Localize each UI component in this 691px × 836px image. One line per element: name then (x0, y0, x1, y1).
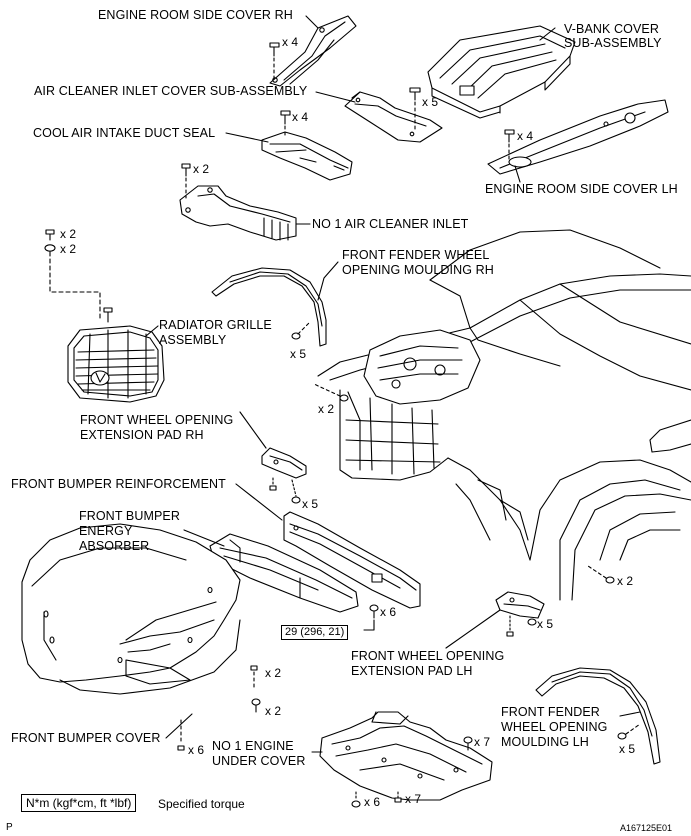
engine-room-side-cover-rh (269, 15, 357, 87)
qty-reinforcement: x 6 (380, 605, 397, 619)
qty-body-right: x 2 (617, 574, 634, 588)
fwo-extension-pad-lh (495, 591, 545, 619)
label-fwo-pad-lh-line1: FRONT WHEEL OPENING (351, 649, 505, 663)
energy-absorber (209, 533, 359, 613)
label-fender-moulding-lh-line3: MOULDING LH (501, 735, 589, 749)
label-fwo-pad-lh-line2: EXTENSION PAD LH (351, 664, 473, 678)
clips-under-cover (351, 736, 473, 808)
clip-duct-seal (280, 110, 291, 139)
leader-reinforcement (235, 483, 283, 521)
leader-grille (145, 325, 159, 337)
leader-absorber (183, 529, 225, 547)
label-radiator-grille-line2: ASSEMBLY (159, 333, 227, 347)
legend-specified-torque: Specified torque (158, 797, 245, 811)
qty-pad-rh: x 5 (302, 497, 319, 511)
qty-grille-clip: x 2 (60, 242, 77, 256)
label-radiator-grille-line1: RADIATOR GRILLE (159, 318, 272, 332)
fwo-extension-pad-rh (261, 447, 307, 479)
label-front-bumper-reinforcement: FRONT BUMPER REINFORCEMENT (11, 477, 226, 491)
clip-fender-lh (617, 723, 641, 740)
leader-fender-lh (619, 711, 641, 717)
car-body (317, 229, 691, 601)
leader-pad-lh (445, 609, 501, 649)
clip-fender-rh (291, 321, 311, 340)
label-energy-absorber-line3: ABSORBER (79, 539, 150, 553)
label-fender-moulding-lh-line2: WHEEL OPENING (501, 720, 608, 734)
no1-air-cleaner-inlet (179, 185, 297, 241)
label-no1-engine-under-cover-line1: NO 1 ENGINE (212, 739, 294, 753)
qty-under-cover-bottom-b: x 7 (405, 792, 422, 806)
leader-lh-side-cover (514, 165, 521, 183)
clip-v-bank (409, 87, 421, 131)
qty-grille-side: x 2 (318, 402, 335, 416)
clip-inlet (181, 163, 191, 199)
torque-spec-box: 29 (296, 21) (281, 625, 349, 640)
front-bumper-cover (21, 523, 241, 695)
qty-cover-a: x 2 (265, 666, 282, 680)
fender-moulding-rh (211, 267, 327, 347)
leader-air-cleaner-inlet-cover (315, 91, 356, 103)
label-energy-absorber-line2: ENERGY (79, 524, 133, 538)
label-engine-room-side-cover-rh: ENGINE ROOM SIDE COVER RH (98, 8, 293, 22)
radiator-grille (67, 325, 165, 403)
bolt-reinforcement (363, 604, 379, 631)
qty-under-cover-r: x 7 (474, 735, 491, 749)
clip-pad-rh (269, 477, 301, 504)
label-fwo-pad-rh-line2: EXTENSION PAD RH (80, 428, 204, 442)
clip-lh-side-cover (504, 129, 515, 161)
fender-moulding-lh (535, 667, 661, 765)
clips-bumper-cover (177, 665, 261, 751)
label-fender-moulding-lh-line1: FRONT FENDER (501, 705, 600, 719)
leader-bumper-cover (165, 713, 193, 739)
label-cool-air-intake-duct-seal: COOL AIR INTAKE DUCT SEAL (33, 126, 216, 140)
qty-lh-side-cover: x 4 (517, 129, 534, 143)
leader-duct-seal (225, 132, 269, 143)
label-fender-moulding-rh-line1: FRONT FENDER WHEEL (342, 248, 490, 262)
leader-v-bank (539, 27, 556, 41)
label-fender-moulding-rh-line2: OPENING MOULDING RH (342, 263, 494, 277)
grille-fasteners (44, 229, 113, 323)
v-bank-cover (427, 25, 576, 119)
qty-v-bank-clips: x 5 (422, 95, 439, 109)
clip-rh-side-cover (269, 42, 280, 79)
legend-torque-units: N*m (kgf*cm, ft *lbf) (21, 794, 137, 812)
qty-duct-seal: x 4 (292, 110, 309, 124)
front-bumper-reinforcement (283, 511, 421, 609)
label-energy-absorber-line1: FRONT BUMPER (79, 509, 180, 523)
label-v-bank-cover-line2: SUB-ASSEMBLY (564, 36, 662, 50)
engine-room-side-cover-lh (487, 99, 669, 175)
qty-grille-bolt: x 2 (60, 227, 77, 241)
clip-body-right (587, 565, 615, 584)
corner-letter: P (6, 822, 13, 833)
leader-pad-rh (239, 411, 267, 449)
label-front-bumper-cover: FRONT BUMPER COVER (11, 731, 161, 745)
air-cleaner-inlet-cover (344, 91, 443, 143)
qty-under-cover-bottom-a: x 6 (364, 795, 381, 809)
label-no1-air-cleaner-inlet: NO 1 AIR CLEANER INLET (312, 217, 469, 231)
label-no1-engine-under-cover-line2: UNDER COVER (212, 754, 306, 768)
clip-body-grille-side (313, 383, 349, 402)
qty-fender-lh: x 5 (619, 742, 636, 756)
cool-air-intake-duct-seal (261, 131, 353, 181)
label-engine-room-side-cover-lh: ENGINE ROOM SIDE COVER LH (485, 182, 678, 196)
qty-rh-side-cover: x 4 (282, 35, 299, 49)
clip-pad-lh (506, 615, 537, 637)
label-air-cleaner-inlet-cover: AIR CLEANER INLET COVER SUB-ASSEMBLY (34, 84, 308, 98)
qty-inlet: x 2 (193, 162, 210, 176)
qty-pad-lh: x 5 (537, 617, 554, 631)
label-v-bank-cover-line1: V-BANK COVER (564, 22, 659, 36)
qty-cover-b: x 2 (265, 704, 282, 718)
qty-fender-rh: x 5 (290, 347, 307, 361)
leader-rh-side-cover (305, 15, 319, 29)
leader-fender-rh (317, 261, 339, 301)
qty-cover-bottom: x 6 (188, 743, 205, 757)
no1-engine-under-cover (319, 711, 493, 801)
label-fwo-pad-rh-line1: FRONT WHEEL OPENING (80, 413, 234, 427)
figure-id: A167125E01 (620, 823, 673, 833)
